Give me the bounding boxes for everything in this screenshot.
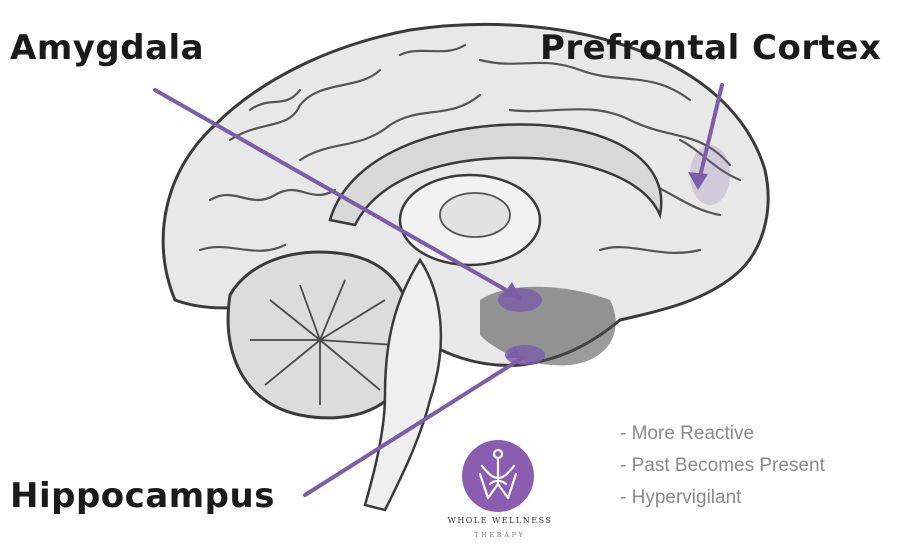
effects-list: - More Reactive - Past Becomes Present -… <box>620 418 920 514</box>
effect-item: - More Reactive <box>620 418 920 450</box>
logo-tagline: THERAPY <box>420 532 580 539</box>
thalamus-inner <box>440 193 510 237</box>
hippocampus-label: Hippocampus <box>10 476 275 516</box>
whole-wellness-logo: WHOLE WELLNESS THERAPY <box>420 440 580 550</box>
effect-item: - Past Becomes Present <box>620 450 920 482</box>
prefrontal-cortex-label: Prefrontal Cortex <box>540 28 881 68</box>
logo-name: WHOLE WELLNESS <box>420 516 580 525</box>
amygdala-label: Amygdala <box>10 28 204 68</box>
effect-item: - Hypervigilant <box>620 482 920 514</box>
logo-emblem-icon <box>420 440 580 516</box>
